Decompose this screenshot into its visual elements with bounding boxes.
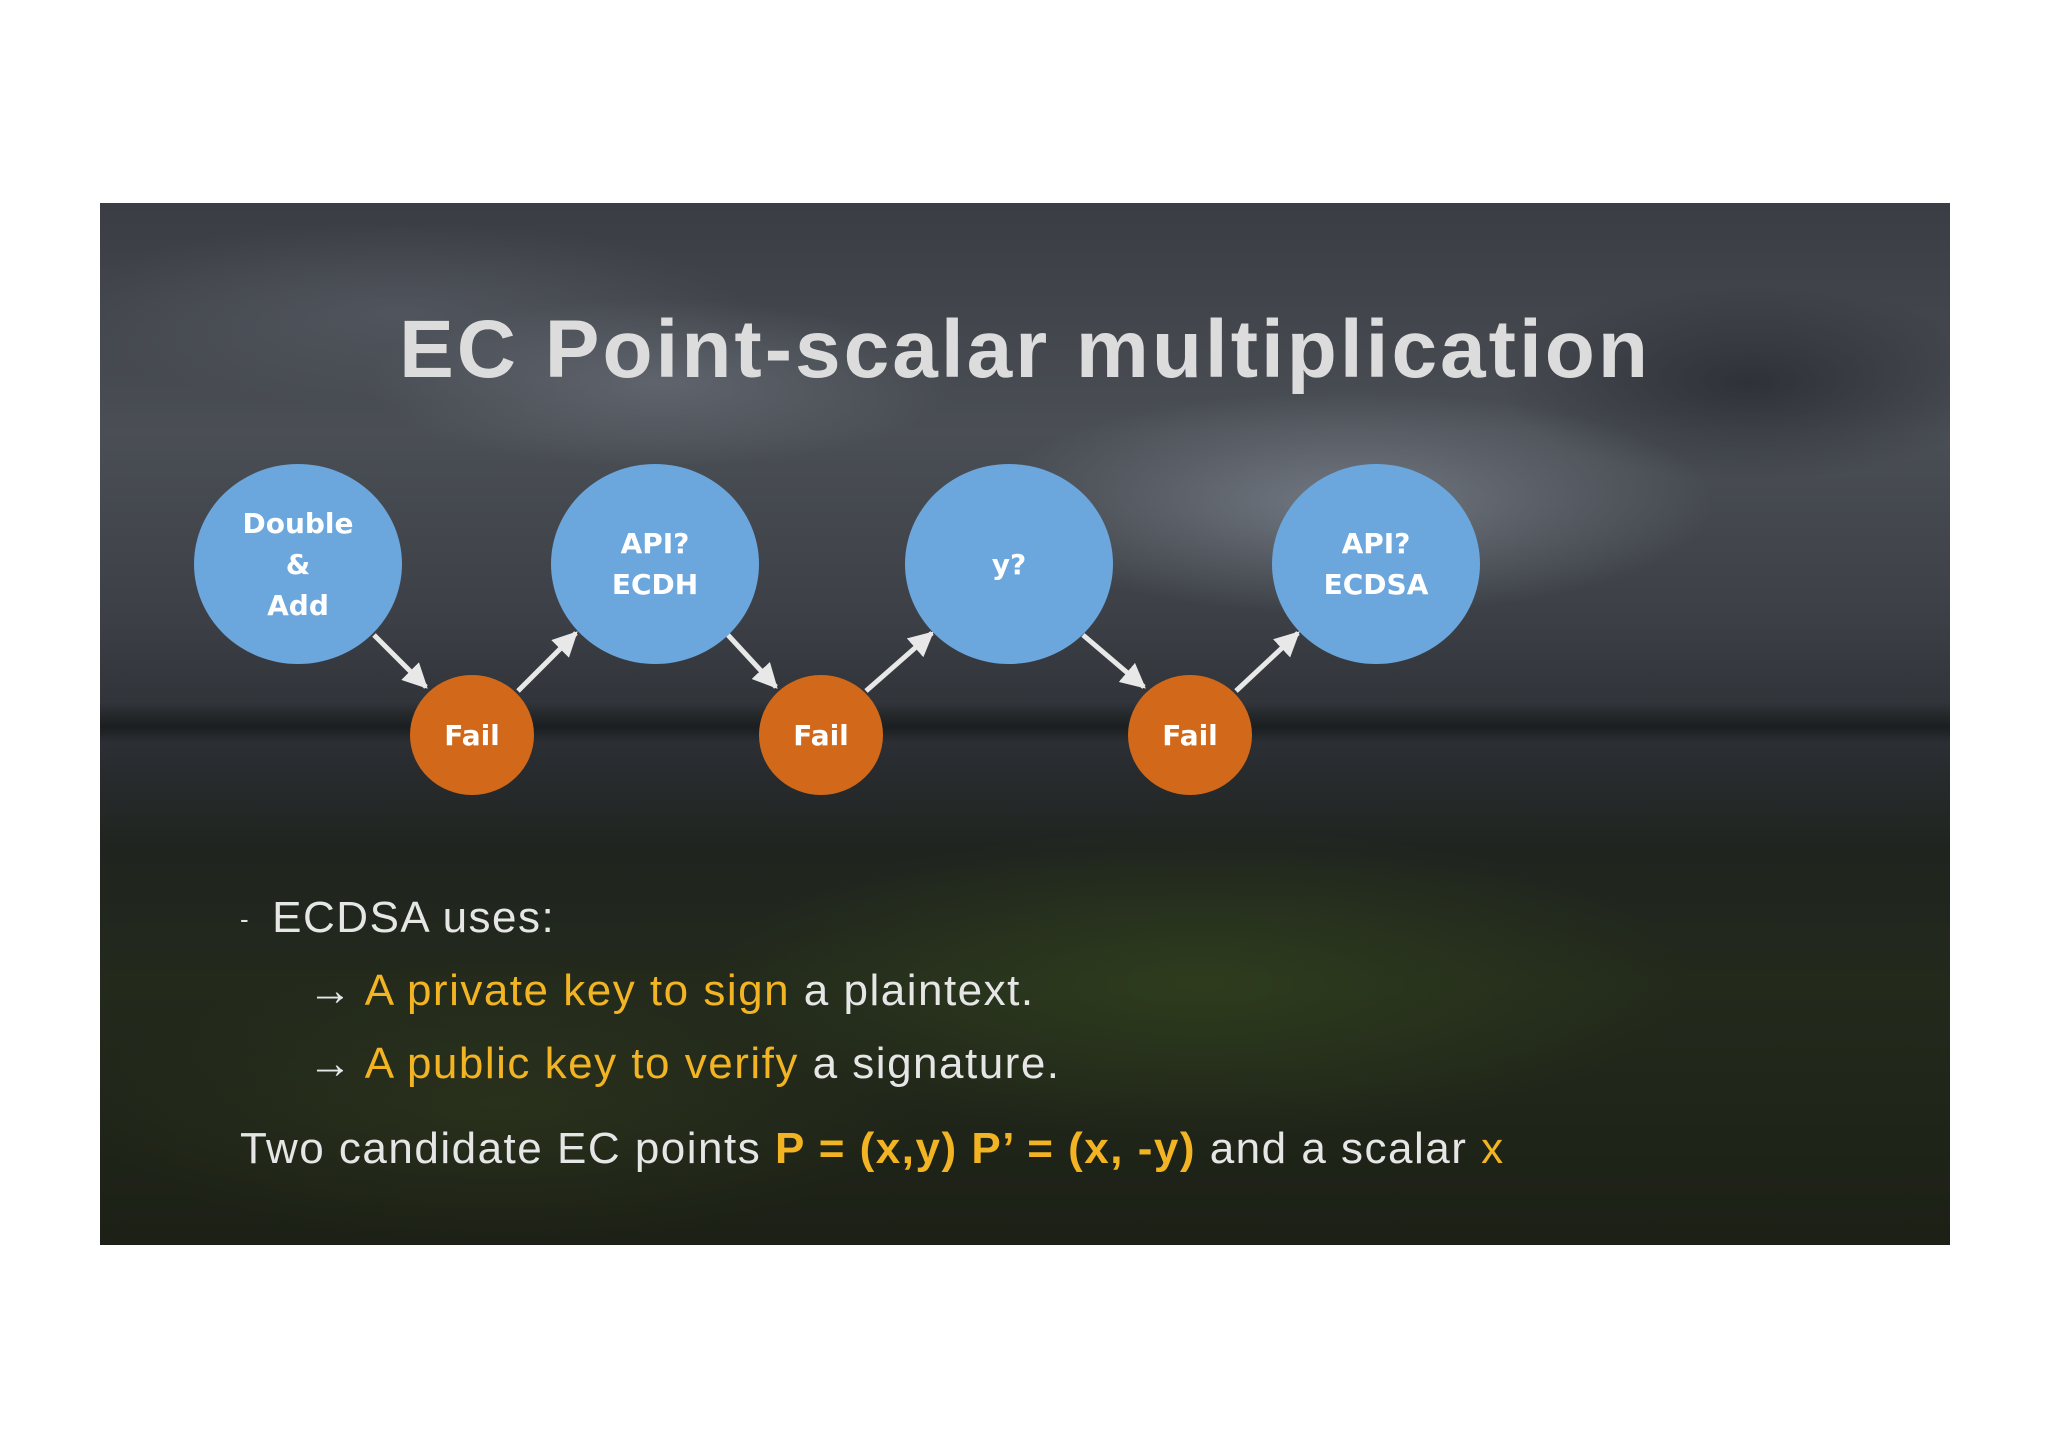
footer-scalar: x (1481, 1124, 1505, 1173)
footer-line: Two candidate EC points P = (x,y) P’ = (… (240, 1124, 1505, 1174)
node-fail-2: Fail (759, 675, 883, 795)
bullet-item-public-key: → A public key to verify a signature. (308, 1039, 1061, 1089)
slide-title: EC Point-scalar multiplication (399, 304, 1651, 395)
arrow-fail2-to-y (864, 631, 934, 693)
node-fail-1: Fail (410, 675, 534, 795)
node-fail-3: Fail (1128, 675, 1252, 795)
public-key-highlight: A public key to verify (364, 1039, 799, 1088)
arrow-y-to-fail3 (1081, 633, 1146, 689)
bullet-heading-text: ECDSA uses: (272, 893, 556, 942)
arrow-glyph: → (308, 966, 354, 1015)
node-y-check: y? (905, 464, 1113, 664)
arrow-fail1-to-ecdh (516, 631, 578, 693)
bullet-dash: - (240, 904, 251, 934)
private-key-highlight: A private key to sign (364, 966, 791, 1015)
arrow-fail3-to-ecdsa (1234, 631, 1300, 693)
footer-prefix: Two candidate EC points (240, 1124, 775, 1173)
arrow-ecdh-to-fail2 (726, 633, 778, 689)
footer-points: P = (x,y) P’ = (x, -y) (774, 1124, 1196, 1173)
bullet-item-private-key: → A private key to sign a plaintext. (308, 966, 1035, 1016)
flow-arrows (372, 631, 1300, 693)
public-key-rest: a signature. (798, 1039, 1061, 1088)
slide: EC Point-scalar multiplication Double & … (100, 203, 1950, 1245)
private-key-rest: a plaintext. (790, 966, 1035, 1015)
footer-middle: and a scalar (1195, 1124, 1482, 1173)
bullet-heading: -ECDSA uses: (240, 893, 555, 943)
node-double-add: Double & Add (194, 464, 402, 664)
arrow-double-to-fail1 (372, 633, 428, 689)
background-horizon (100, 703, 1950, 743)
node-api-ecdh: API? ECDH (551, 464, 759, 664)
node-api-ecdsa: API? ECDSA (1272, 464, 1480, 664)
arrow-glyph: → (308, 1039, 354, 1088)
